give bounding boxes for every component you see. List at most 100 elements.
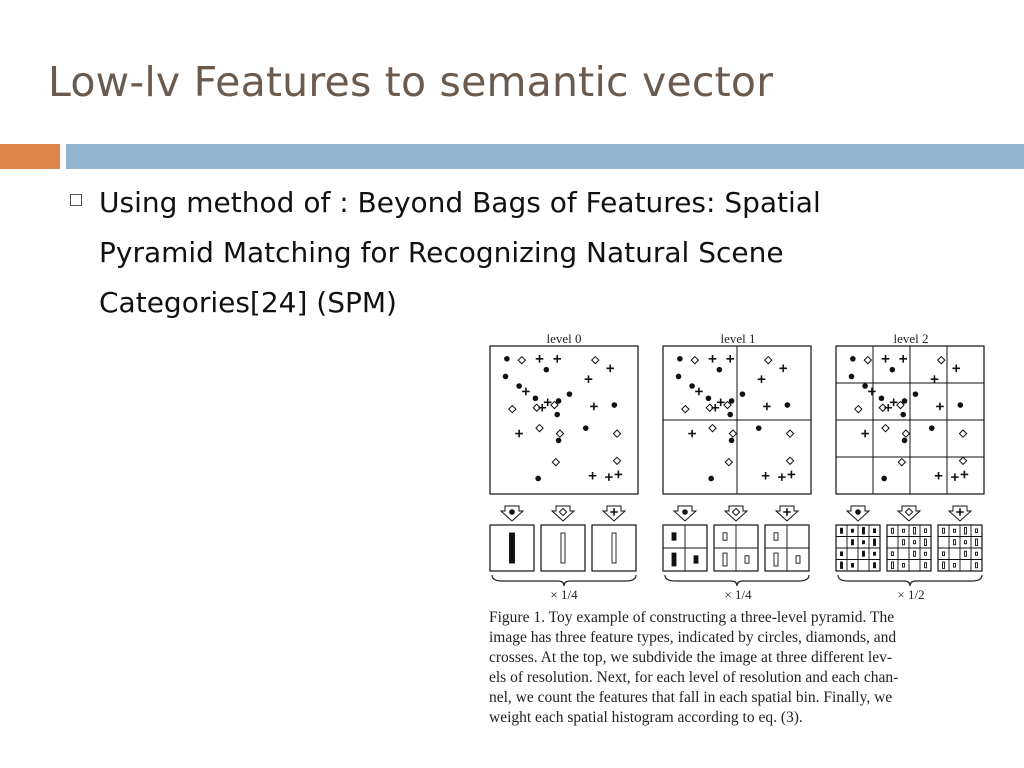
cross-feature-icon [726, 355, 734, 363]
circle-feature-icon [848, 373, 855, 380]
histogram-box [713, 524, 759, 572]
circle-feature-icon [878, 395, 885, 402]
cross-feature-icon [515, 429, 523, 438]
cross-feature-icon [952, 364, 961, 373]
diamond-feature-icon [896, 400, 905, 410]
histogram-bar [924, 528, 927, 534]
circle-feature-icon [535, 475, 541, 482]
histogram-bar [840, 561, 843, 569]
cross-feature-icon [861, 429, 869, 438]
diamond-feature-icon [612, 456, 622, 466]
histogram-bar [964, 540, 967, 545]
channel-arrow-icon [672, 505, 698, 522]
histogram-bar [671, 532, 677, 541]
circle-feature-icon [611, 402, 618, 408]
cross-feature-icon [538, 403, 547, 412]
cross-feature-icon [960, 470, 969, 479]
caption-line: Figure 1. Toy example of constructing a … [489, 609, 895, 626]
circle-feature-icon [689, 383, 695, 389]
diamond-feature-icon [785, 456, 795, 466]
diamond-feature-icon [731, 507, 741, 517]
bullet-square-icon [70, 194, 82, 206]
diamond-feature-icon [517, 355, 527, 365]
diamond-feature-icon [555, 429, 565, 438]
cross-feature-icon [522, 387, 530, 396]
diamond-feature-icon [878, 403, 888, 413]
cross-feature-icon [787, 470, 796, 479]
histogram-bar [913, 527, 916, 535]
cross-feature-icon [884, 403, 893, 412]
cross-feature-icon [695, 387, 703, 396]
diamond-feature-icon [901, 429, 911, 438]
circle-feature-icon [677, 356, 683, 362]
histogram-bar [693, 555, 699, 564]
circle-feature-icon [516, 383, 522, 389]
cross-feature-icon [881, 355, 890, 363]
cross-feature-icon [590, 402, 598, 411]
title-accent-bar-orange [0, 144, 60, 169]
histogram-bar [924, 551, 927, 556]
circle-feature-icon [912, 391, 919, 397]
cross-feature-icon [605, 473, 613, 481]
channel-arrow-icon [896, 505, 922, 522]
histogram-box [764, 524, 810, 572]
histogram-bar [862, 540, 865, 545]
circle-feature-icon [739, 391, 746, 397]
panel-border [489, 345, 639, 495]
circle-feature-icon [901, 437, 908, 444]
circle-feature-icon [901, 398, 908, 404]
caption-line: crosses. At the top, we subdivide the im… [489, 649, 893, 666]
histogram-bar [891, 551, 894, 557]
level-label: level 1 [720, 331, 755, 346]
brace-shape [491, 574, 637, 587]
diamond-feature-icon [535, 423, 544, 433]
histogram-bar [924, 562, 927, 569]
pyramid-panel [662, 345, 812, 495]
slide-title: Low-lv Features to semantic vector [48, 58, 774, 106]
cross-feature-icon [543, 398, 552, 407]
bullet-line: Categories[24] (SPM) [99, 286, 397, 319]
cross-feature-icon [610, 508, 618, 516]
histogram-bar [975, 551, 978, 556]
bullet-line: Pyramid Matching for Recognizing Natural… [99, 236, 784, 269]
histogram-bar [873, 528, 876, 534]
cross-feature-icon [899, 355, 907, 363]
histogram-bar [851, 562, 854, 568]
histogram-bar [722, 552, 728, 567]
diamond-feature-icon [854, 404, 863, 414]
circle-feature-icon [784, 402, 791, 408]
circle-feature-icon [582, 425, 589, 431]
histogram-bar [840, 551, 843, 557]
channel-arrow-icon [845, 505, 871, 522]
weight-label: × 1/4 [550, 587, 578, 602]
histogram-bar [873, 551, 876, 556]
histogram-bar [942, 551, 945, 557]
diamond-feature-icon [705, 403, 715, 413]
cross-feature-icon [930, 375, 939, 383]
diamond-feature-icon [881, 423, 890, 433]
cross-feature-icon [778, 473, 786, 481]
circle-feature-icon [728, 398, 735, 404]
channel-arrow-icon [499, 505, 525, 522]
diamond-feature-icon [728, 429, 738, 438]
pyramid-panel [489, 345, 639, 495]
circle-feature-icon [566, 391, 573, 397]
circle-feature-icon [504, 356, 510, 362]
histogram-bar [942, 527, 945, 534]
histogram-bar [953, 562, 956, 568]
histogram-bar [964, 550, 967, 557]
diamond-feature-icon [681, 404, 690, 414]
bullet-line: Using method of : Beyond Bags of Feature… [99, 186, 821, 219]
cross-feature-icon [588, 471, 597, 480]
cross-feature-icon [606, 364, 615, 373]
circle-feature-icon [708, 475, 714, 482]
circle-feature-icon [675, 373, 682, 380]
histogram-bar [975, 528, 978, 534]
histogram-bar [902, 562, 905, 568]
cross-feature-icon [761, 471, 770, 480]
figure-caption: Figure 1. Toy example of constructing a … [489, 608, 994, 728]
histogram-bar [722, 532, 728, 541]
weight-label: × 1/2 [897, 587, 924, 602]
cross-feature-icon [614, 470, 623, 479]
histogram-bar [773, 552, 779, 567]
